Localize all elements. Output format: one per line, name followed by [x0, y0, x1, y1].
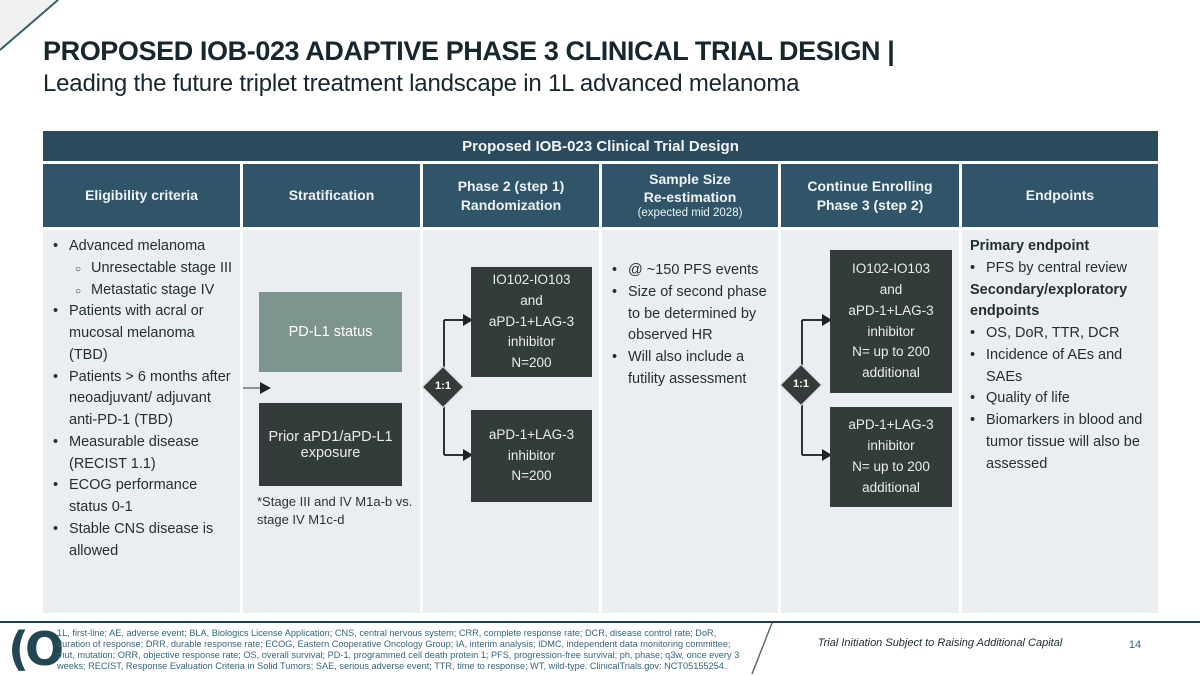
footer-divider — [0, 621, 1200, 623]
ratio-label: 1:1 — [435, 380, 451, 392]
secondary-endpoint-heading: Secondary/exploratory endpoints — [970, 281, 1128, 320]
primary-endpoint-heading: Primary endpoint — [970, 238, 1090, 254]
list-item-text: Advanced melanoma — [69, 238, 206, 254]
list-item-text: ECOG performance status 0-1 — [69, 477, 198, 515]
list-item-text: Will also include a futility assessment — [628, 349, 747, 387]
arm-box-control: aPD-1+LAG-3 inhibitor N=200 — [471, 410, 592, 502]
list-item: Stable CNS disease is allowed — [53, 519, 234, 563]
io-biotech-logo: (O — [8, 622, 64, 675]
header-sample-size-sub: (expected mid 2028) — [637, 207, 743, 220]
stratification-cell: PD-L1 status Prior aPD1/aPD-L1 exposure … — [243, 230, 420, 613]
prior-exposure-box: Prior aPD1/aPD-L1 exposure — [259, 403, 402, 486]
list-item: ECOG performance status 0-1 — [53, 475, 234, 519]
list-item: Quality of life — [970, 388, 1152, 410]
arm-box-control-additional: aPD-1+LAG-3 inhibitor N= up to 200 addit… — [830, 407, 952, 507]
list-item-text: Size of second phase to be determined by… — [628, 283, 767, 344]
stratification-footnote: *Stage III and IV M1a-b vs. stage IV M1c… — [257, 494, 413, 527]
endpoints-cell: Primary endpoint PFS by central review S… — [962, 230, 1158, 613]
table-body-row: Advanced melanoma Unresectable stage III… — [43, 230, 1158, 613]
sample-size-cell: @ ~150 PFS events Size of second phase t… — [602, 230, 778, 613]
list-item-text: Metastatic stage IV — [91, 281, 215, 298]
trial-design-table: Proposed IOB-023 Clinical Trial Design E… — [43, 131, 1158, 613]
header-endpoints: Endpoints — [962, 164, 1158, 227]
capital-disclaimer-note: Trial Initiation Subject to Raising Addi… — [817, 637, 1063, 649]
footnote-line: mut, mutation; ORR, objective response r… — [57, 650, 740, 660]
corner-decoration-icon — [0, 0, 59, 51]
list-item-text: OS, DoR, TTR, DCR — [986, 325, 1120, 341]
arm-box-io102-io103: IO102-IO103 and aPD-1+LAG-3 inhibitor N=… — [471, 267, 592, 377]
list-item-text: Stable CNS disease is allowed — [69, 520, 214, 559]
arm-box-io102-io103-additional: IO102-IO103 and aPD-1+LAG-3 inhibitor N=… — [830, 250, 952, 393]
list-item: Incidence of AEs and SAEs — [970, 345, 1152, 389]
right-arrow-icon — [243, 382, 271, 394]
list-item-text: Incidence of AEs and SAEs — [986, 346, 1123, 385]
footer-diagonal-divider — [751, 622, 773, 675]
list-item-text: Patients with acral or mucosal melanoma … — [69, 303, 204, 363]
footnote-line: weeks; RECIST, Response Evaluation Crite… — [57, 661, 727, 671]
phase3-cell: 1:1 IO102-IO103 and aPD-1+LAG-3 inhibito… — [779, 230, 959, 613]
title-block: PROPOSED IOB-023 ADAPTIVE PHASE 3 CLINIC… — [43, 36, 1163, 98]
list-item: @ ~150 PFS events — [612, 260, 772, 282]
list-item-text: Unresectable stage III — [91, 259, 233, 276]
endpoints-list: Primary endpoint PFS by central review S… — [962, 230, 1158, 475]
header-randomization: Phase 2 (step 1) Randomization — [423, 164, 599, 227]
page-subtitle: Leading the future triplet treatment lan… — [43, 70, 800, 97]
list-item: PFS by central review — [970, 258, 1152, 280]
header-phase3: Continue Enrolling Phase 3 (step 2) — [781, 164, 959, 227]
header-sample-size-main: Sample Size Re-estimation — [643, 170, 737, 206]
list-item: Size of second phase to be determined by… — [612, 282, 772, 347]
header-eligibility: Eligibility criteria — [43, 164, 240, 227]
page-number: 14 — [1128, 639, 1142, 651]
footnote-line: duration of response; DRR, durable respo… — [57, 639, 731, 649]
list-item: Unresectable stage III — [53, 258, 234, 280]
list-item: Patients > 6 months after neoadjuvant/ a… — [53, 367, 234, 432]
list-item-text: @ ~150 PFS events — [628, 262, 759, 278]
footnote-line: 1L, first-line; AE, adverse event; BLA, … — [57, 628, 717, 638]
list-item: Patients with acral or mucosal melanoma … — [53, 301, 234, 366]
list-item-text: Quality of life — [986, 390, 1070, 407]
list-item: Advanced melanoma — [53, 236, 234, 258]
list-item-text: Patients > 6 months after neoadjuvant/ a… — [69, 368, 231, 429]
randomization-cell: 1:1 IO102-IO103 and aPD-1+LAG-3 inhibito… — [421, 230, 599, 613]
list-item-text: PFS by central review — [986, 259, 1128, 276]
table-title: Proposed IOB-023 Clinical Trial Design — [43, 131, 1158, 161]
page-title: PROPOSED IOB-023 ADAPTIVE PHASE 3 CLINIC… — [43, 36, 895, 66]
list-item: Metastatic stage IV — [53, 280, 234, 302]
list-item: OS, DoR, TTR, DCR — [970, 323, 1152, 345]
sample-size-list: @ ~150 PFS events Size of second phase t… — [602, 230, 778, 391]
eligibility-list: Advanced melanoma Unresectable stage III… — [43, 230, 240, 562]
ratio-label: 1:1 — [793, 378, 809, 390]
eligibility-cell: Advanced melanoma Unresectable stage III… — [43, 230, 240, 613]
table-header-row: Eligibility criteria Stratification Phas… — [43, 164, 1158, 227]
list-item: Biomarkers in blood and tumor tissue wil… — [970, 410, 1152, 475]
list-item-text: Measurable disease (RECIST 1.1) — [69, 433, 199, 472]
header-sample-size: Sample Size Re-estimation (expected mid … — [602, 164, 778, 227]
list-item-text: Biomarkers in blood and tumor tissue wil… — [986, 412, 1143, 472]
pdl1-status-box: PD-L1 status — [259, 292, 402, 372]
abbreviations-footnote: 1L, first-line; AE, adverse event; BLA, … — [57, 628, 762, 672]
list-item: Measurable disease (RECIST 1.1) — [53, 432, 234, 476]
header-stratification: Stratification — [243, 164, 420, 227]
list-item: Will also include a futility assessment — [612, 347, 772, 391]
